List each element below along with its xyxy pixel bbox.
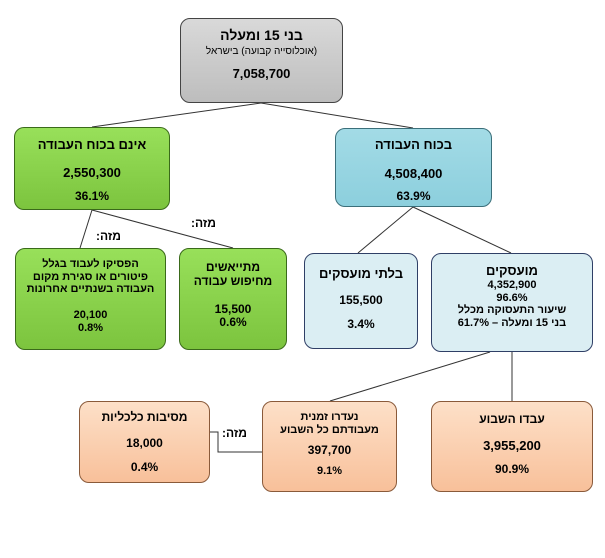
stopped-working-box: הפסיקו לעבוד בגלל פיטורים או סגירת מקום … xyxy=(15,248,166,350)
employment-rate-line1: שיעור התעסוקה מכלל xyxy=(457,304,567,317)
temporarily-absent-box: נעדרו זמנית מעבודתם כל השבוע 397,700 9.1… xyxy=(262,401,397,492)
employed-title: מועסקים xyxy=(486,263,538,278)
labor-force-pct: 63.9% xyxy=(396,188,431,203)
temporarily-absent-line1: נעדרו זמנית xyxy=(300,411,359,423)
population-15-plus-box: בני 15 ומעלה (אוכלוסייה קבועה) בישראל 7,… xyxy=(180,18,343,103)
economic-reasons-title: מסיבות כלכליות xyxy=(101,410,188,424)
not-in-labor-force-value: 2,550,300 xyxy=(63,164,121,180)
discouraged-box: מתייאשים מחיפוש עבודה 15,500 0.6% xyxy=(179,248,287,350)
unemployed-title: בלתי מועסקים xyxy=(318,266,404,281)
employment-rate-line2: בני 15 ומעלה – 61.7% xyxy=(457,316,567,329)
unemployed-box: בלתי מועסקים 155,500 3.4% xyxy=(304,253,418,349)
labor-force-title: בכוח העבודה xyxy=(374,137,453,152)
worked-this-week-box: עבדו השבוע 3,955,200 90.9% xyxy=(431,401,593,492)
unemployed-pct: 3.4% xyxy=(347,316,375,331)
stopped-working-value: 20,100 xyxy=(73,308,108,321)
worked-this-week-pct: 90.9% xyxy=(494,461,530,476)
population-value: 7,058,700 xyxy=(232,65,291,81)
stopped-working-pct: 0.8% xyxy=(77,321,104,334)
not-in-labor-force-pct: 36.1% xyxy=(74,188,110,203)
not-in-labor-force-title: אינם בכוח העבודה xyxy=(37,137,147,152)
labor-force-box: בכוח העבודה 4,508,400 63.9% xyxy=(335,128,492,207)
of-which-label: מזה: xyxy=(96,229,121,243)
stopped-working-line1: הפסיקו לעבוד בגלל xyxy=(42,258,139,270)
economic-reasons-value: 18,000 xyxy=(126,435,163,450)
stopped-working-line2: פיטורים או סגירת מקום xyxy=(32,270,149,283)
temporarily-absent-line2: מעבודתם כל השבוע xyxy=(280,423,379,436)
population-subtitle: (אוכלוסייה קבועה) בישראל xyxy=(205,46,318,58)
unemployed-value: 155,500 xyxy=(339,292,383,307)
worked-this-week-value: 3,955,200 xyxy=(483,437,541,453)
discouraged-pct: 0.6% xyxy=(219,315,247,330)
discouraged-line2: מחיפוש עבודה xyxy=(193,273,273,288)
worked-this-week-title: עבדו השבוע xyxy=(479,412,545,426)
population-title: בני 15 ומעלה xyxy=(220,27,303,43)
employed-value: 4,352,900 xyxy=(487,278,537,291)
discouraged-line1: מתייאשים xyxy=(205,260,261,274)
employed-pct: 96.6% xyxy=(496,291,528,304)
labor-force-value: 4,508,400 xyxy=(384,165,443,181)
not-in-labor-force-box: אינם בכוח העבודה 2,550,300 36.1% xyxy=(14,127,170,210)
temporarily-absent-value: 397,700 xyxy=(307,443,352,458)
economic-reasons-pct: 0.4% xyxy=(130,459,159,474)
of-which-label: מזה: xyxy=(222,426,247,440)
economic-reasons-box: מסיבות כלכליות 18,000 0.4% xyxy=(79,401,210,483)
discouraged-value: 15,500 xyxy=(214,301,252,316)
stopped-working-line3: העבודה בשנתיים אחרונות xyxy=(26,283,155,296)
temporarily-absent-pct: 9.1% xyxy=(316,465,343,478)
of-which-label: מזה: xyxy=(191,216,216,230)
employed-box: מועסקים 4,352,900 96.6% שיעור התעסוקה מכ… xyxy=(431,253,593,352)
